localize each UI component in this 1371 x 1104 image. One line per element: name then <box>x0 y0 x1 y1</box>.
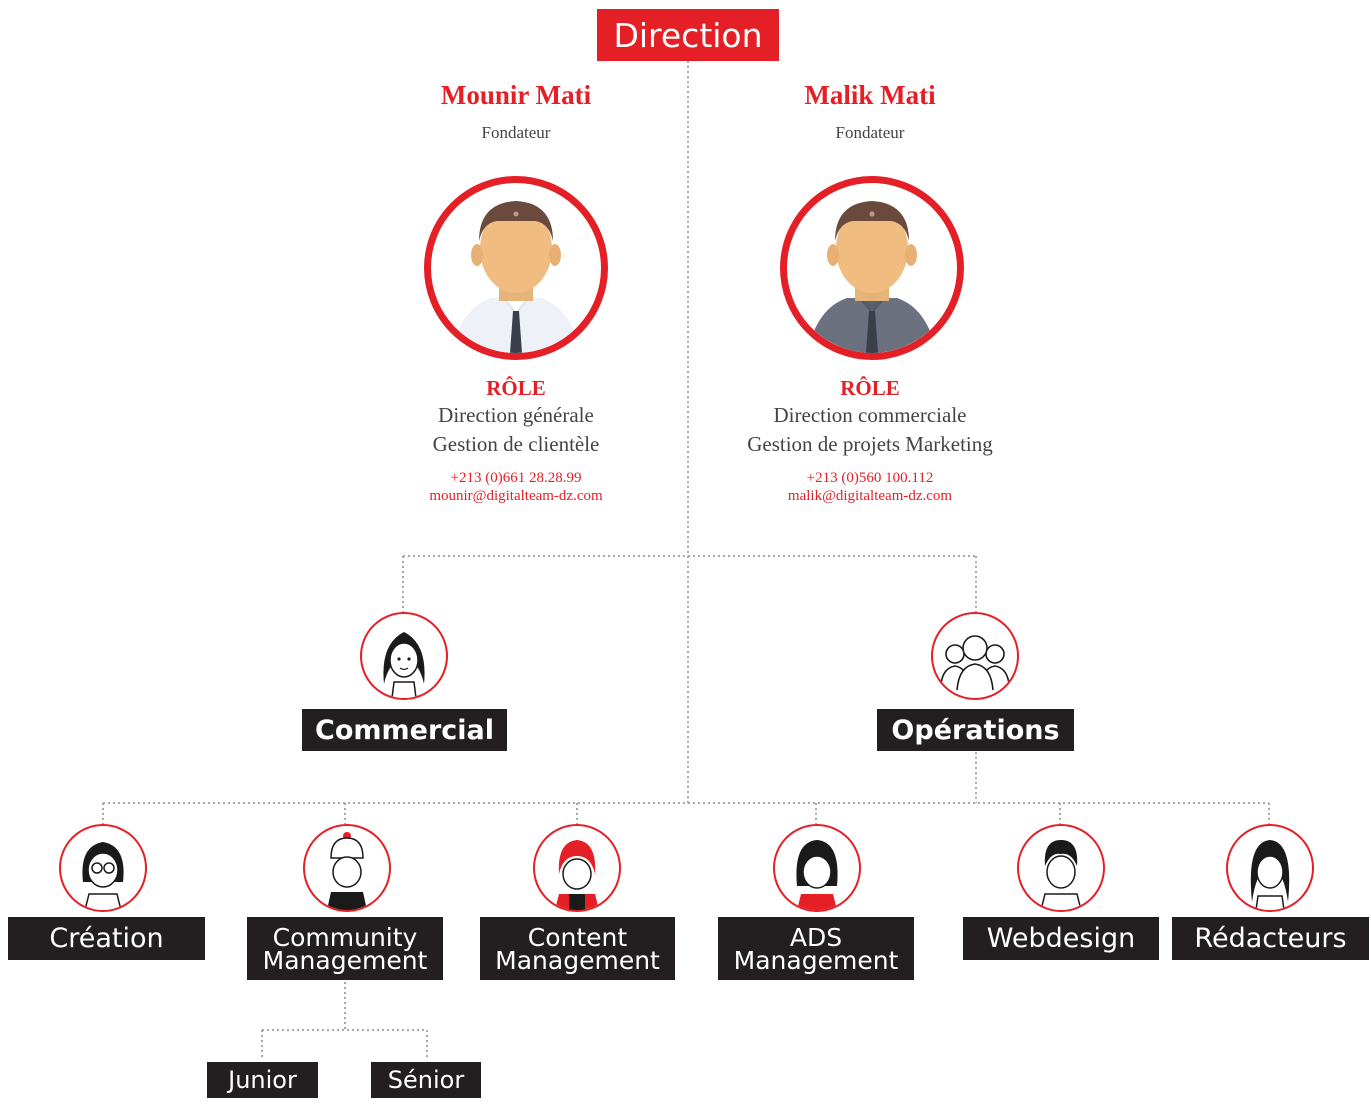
woman-bob-avatar-icon <box>773 824 861 912</box>
boy-beanie-avatar-icon <box>303 824 391 912</box>
role-line: Direction commerciale <box>773 403 967 427</box>
team-label-line: ADS <box>789 922 843 952</box>
team-label-line: Management <box>495 945 660 975</box>
team-ads-management: ADS Management <box>718 917 914 980</box>
founder-roles-malik: RÔLE Direction commerciale Gestion de pr… <box>700 376 1040 505</box>
team-label-line: Community <box>272 922 418 952</box>
direction-title: Direction <box>597 9 779 61</box>
founder-name: Mounir Mati <box>440 80 592 110</box>
level-senior: Sénior <box>371 1062 481 1098</box>
founder-avatar-grey-shirt <box>780 176 964 360</box>
team-creation: Création <box>8 917 205 960</box>
woman-straight-hair-avatar-icon <box>1226 824 1314 912</box>
red-hair-avatar-icon <box>533 824 621 912</box>
team-community-management: Community Management <box>247 917 443 980</box>
founder-avatar-white-shirt <box>424 176 608 360</box>
dept-operations: Opérations <box>877 709 1074 751</box>
team-label-line: Management <box>733 945 899 975</box>
founder-title: Fondateur <box>835 123 905 142</box>
founder-card-malik: Malik Mati Fondateur <box>720 80 1020 143</box>
founder-roles-mounir: RÔLE Direction générale Gestion de clien… <box>398 376 634 505</box>
team-label-line: Management <box>262 945 428 975</box>
email-link[interactable]: malik@digitalteam-dz.com <box>787 488 953 504</box>
woman-long-hair-avatar-icon <box>360 612 448 700</box>
role-line: Direction générale <box>438 403 594 427</box>
team-group-icon <box>931 612 1019 700</box>
founder-title: Fondateur <box>481 123 551 142</box>
team-redacteurs: Rédacteurs <box>1172 917 1369 960</box>
phone-link[interactable]: +213 (0)661 28.28.99 <box>450 470 582 486</box>
level-junior: Junior <box>207 1062 318 1098</box>
role-label: RÔLE <box>486 376 546 400</box>
team-content-management: Content Management <box>480 917 675 980</box>
team-webdesign: Webdesign <box>963 917 1159 960</box>
role-label: RÔLE <box>840 376 900 400</box>
girl-glasses-avatar-icon <box>59 824 147 912</box>
team-label-line: Content <box>527 922 628 952</box>
role-line: Gestion de projets Marketing <box>747 432 993 456</box>
email-link[interactable]: mounir@digitalteam-dz.com <box>429 488 603 504</box>
dept-commercial: Commercial <box>302 709 507 751</box>
role-line: Gestion de clientèle <box>432 432 600 456</box>
founder-name: Malik Mati <box>804 80 936 110</box>
young-man-avatar-icon <box>1017 824 1105 912</box>
phone-link[interactable]: +213 (0)560 100.112 <box>806 470 934 486</box>
founder-card-mounir: Mounir Mati Fondateur <box>398 80 634 143</box>
